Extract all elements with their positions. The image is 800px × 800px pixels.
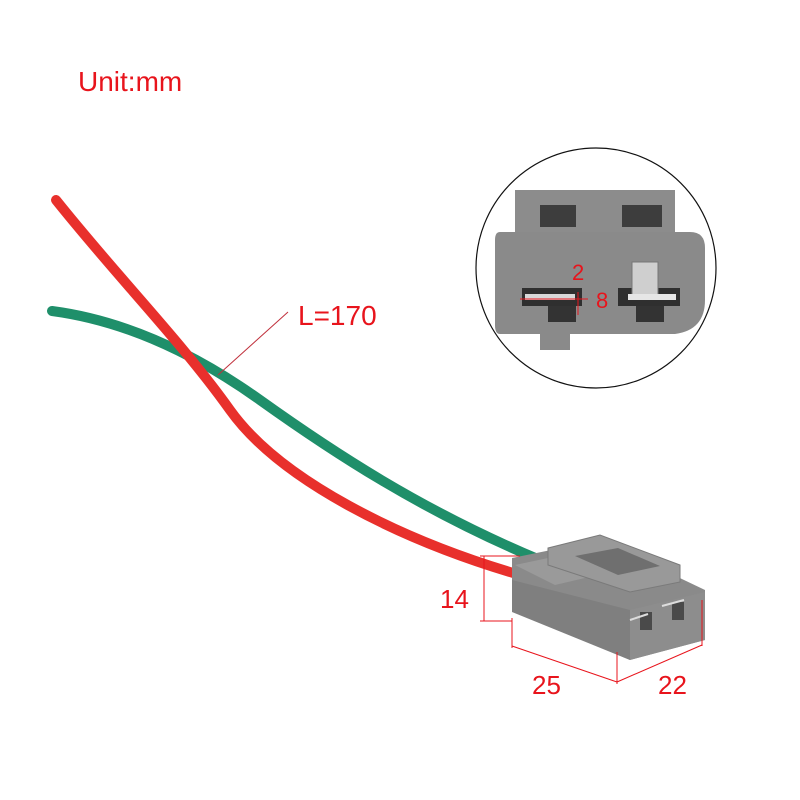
length-dimension-label: 25 [532, 670, 561, 700]
connector-housing [512, 534, 705, 660]
dimension-lines [480, 555, 703, 684]
unit-label: Unit:mm [78, 66, 183, 97]
terminal-width-label: 8 [596, 288, 609, 313]
height-dimension-label: 14 [440, 584, 469, 614]
wire-length-label: L=170 [298, 300, 377, 331]
length-leader-line [217, 311, 289, 376]
inset-closeup [475, 147, 717, 389]
red-wire [51, 195, 525, 580]
width-dimension-label: 22 [658, 670, 687, 700]
terminal-gap-label: 2 [572, 260, 585, 285]
green-wire [47, 306, 545, 565]
